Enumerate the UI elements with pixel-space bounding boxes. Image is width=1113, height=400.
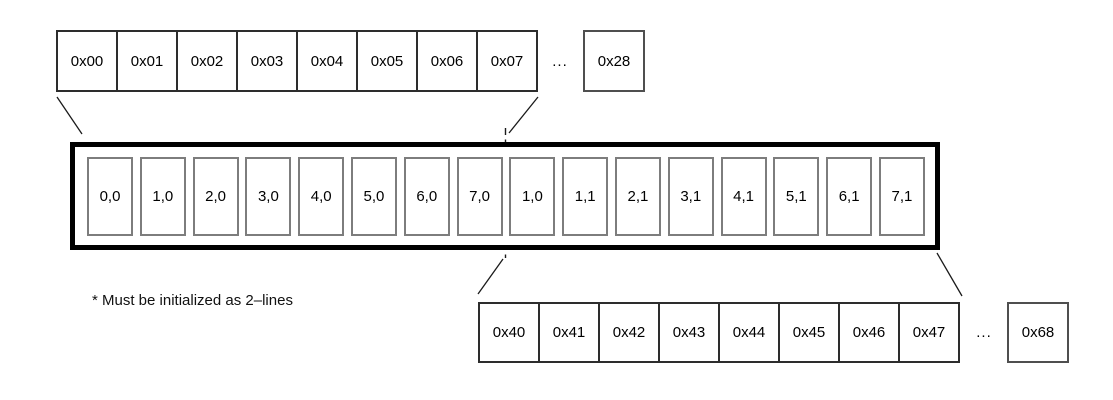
- buffer-cell: 2,1: [614, 156, 661, 236]
- buffer-cell: 2,0: [192, 156, 239, 236]
- address-cell: 0x05: [356, 30, 418, 92]
- buffer-cell: 1,1: [562, 156, 609, 236]
- top-ellipsis: ...: [552, 52, 568, 70]
- display-buffer: 0,0 1,0 2,0 3,0 4,0 5,0 6,0 7,0 1,0 1,1 …: [70, 142, 940, 250]
- buffer-cell: 1,0: [139, 156, 186, 236]
- buffer-cell: 3,0: [245, 156, 292, 236]
- buffer-cell: 3,1: [667, 156, 714, 236]
- address-cell: 0x42: [598, 302, 660, 363]
- address-cell: 0x43: [658, 302, 720, 363]
- bottom-tail-address-cell: 0x68: [1007, 302, 1069, 363]
- address-cell: 0x04: [296, 30, 358, 92]
- address-cell: 0x00: [56, 30, 118, 92]
- connector-bottom-right-line: [936, 252, 963, 297]
- bottom-address-strip: 0x40 0x41 0x42 0x43 0x44 0x45 0x46 0x47: [478, 302, 960, 363]
- address-cell: 0x02: [176, 30, 238, 92]
- buffer-cell: 4,0: [298, 156, 345, 236]
- address-cell: 0x40: [478, 302, 540, 363]
- top-tail-address-cell: 0x28: [583, 30, 645, 92]
- connector-bottom-left-line: [477, 258, 504, 295]
- buffer-cell: 0,0: [87, 156, 133, 236]
- bottom-ellipsis: ...: [976, 324, 992, 341]
- address-cell: 0x41: [538, 302, 600, 363]
- buffer-cell: 5,0: [350, 156, 397, 236]
- address-cell: 0x47: [898, 302, 960, 363]
- buffer-cell: 7,1: [878, 156, 925, 236]
- buffer-cell: 1,0: [509, 156, 556, 236]
- buffer-cell: 4,1: [720, 156, 767, 236]
- address-cell: 0x07: [476, 30, 538, 92]
- address-cell: 0x45: [778, 302, 840, 363]
- address-cell: 0x06: [416, 30, 478, 92]
- buffer-cell: 6,1: [826, 156, 873, 236]
- buffer-cell: 7,0: [456, 156, 503, 236]
- connector-top-right-line: [508, 96, 539, 134]
- connector-top-left-line: [56, 96, 83, 135]
- address-cell: 0x46: [838, 302, 900, 363]
- address-cell: 0x03: [236, 30, 298, 92]
- top-address-strip: 0x00 0x01 0x02 0x03 0x04 0x05 0x06 0x07: [56, 30, 538, 92]
- footnote: * Must be initialized as 2–lines: [92, 292, 293, 309]
- address-cell: 0x01: [116, 30, 178, 92]
- buffer-cell: 6,0: [403, 156, 450, 236]
- address-cell: 0x44: [718, 302, 780, 363]
- buffer-cell: 5,1: [773, 156, 820, 236]
